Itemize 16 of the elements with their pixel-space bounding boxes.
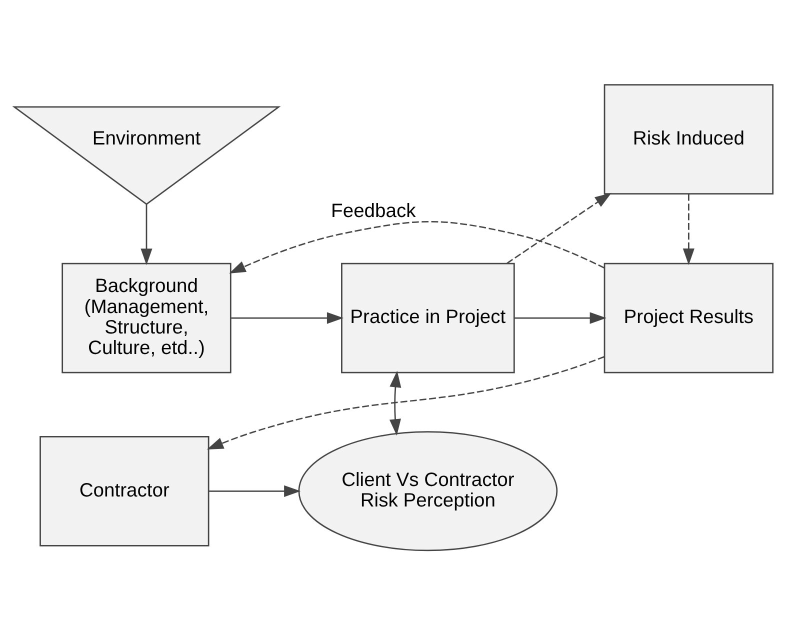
node-ellipse: Client Vs Contractor Risk Perception bbox=[298, 430, 558, 551]
node-box: Project Results bbox=[604, 262, 774, 373]
node-box: Background (Management, Structure, Culture, etd..) bbox=[62, 262, 232, 373]
arrow bbox=[229, 220, 605, 274]
arrow bbox=[208, 484, 301, 496]
arrow bbox=[389, 370, 402, 436]
arrow bbox=[682, 194, 694, 265]
arrow bbox=[514, 312, 606, 324]
node-box: Risk Induced bbox=[604, 84, 774, 194]
arrow bbox=[506, 192, 612, 264]
arrow bbox=[231, 312, 344, 324]
arrow bbox=[140, 204, 152, 265]
node-box: Contractor bbox=[40, 435, 210, 546]
edge-label: Feedback bbox=[331, 200, 416, 222]
arrow bbox=[206, 356, 605, 450]
node-box: Practice in Project bbox=[341, 262, 515, 373]
